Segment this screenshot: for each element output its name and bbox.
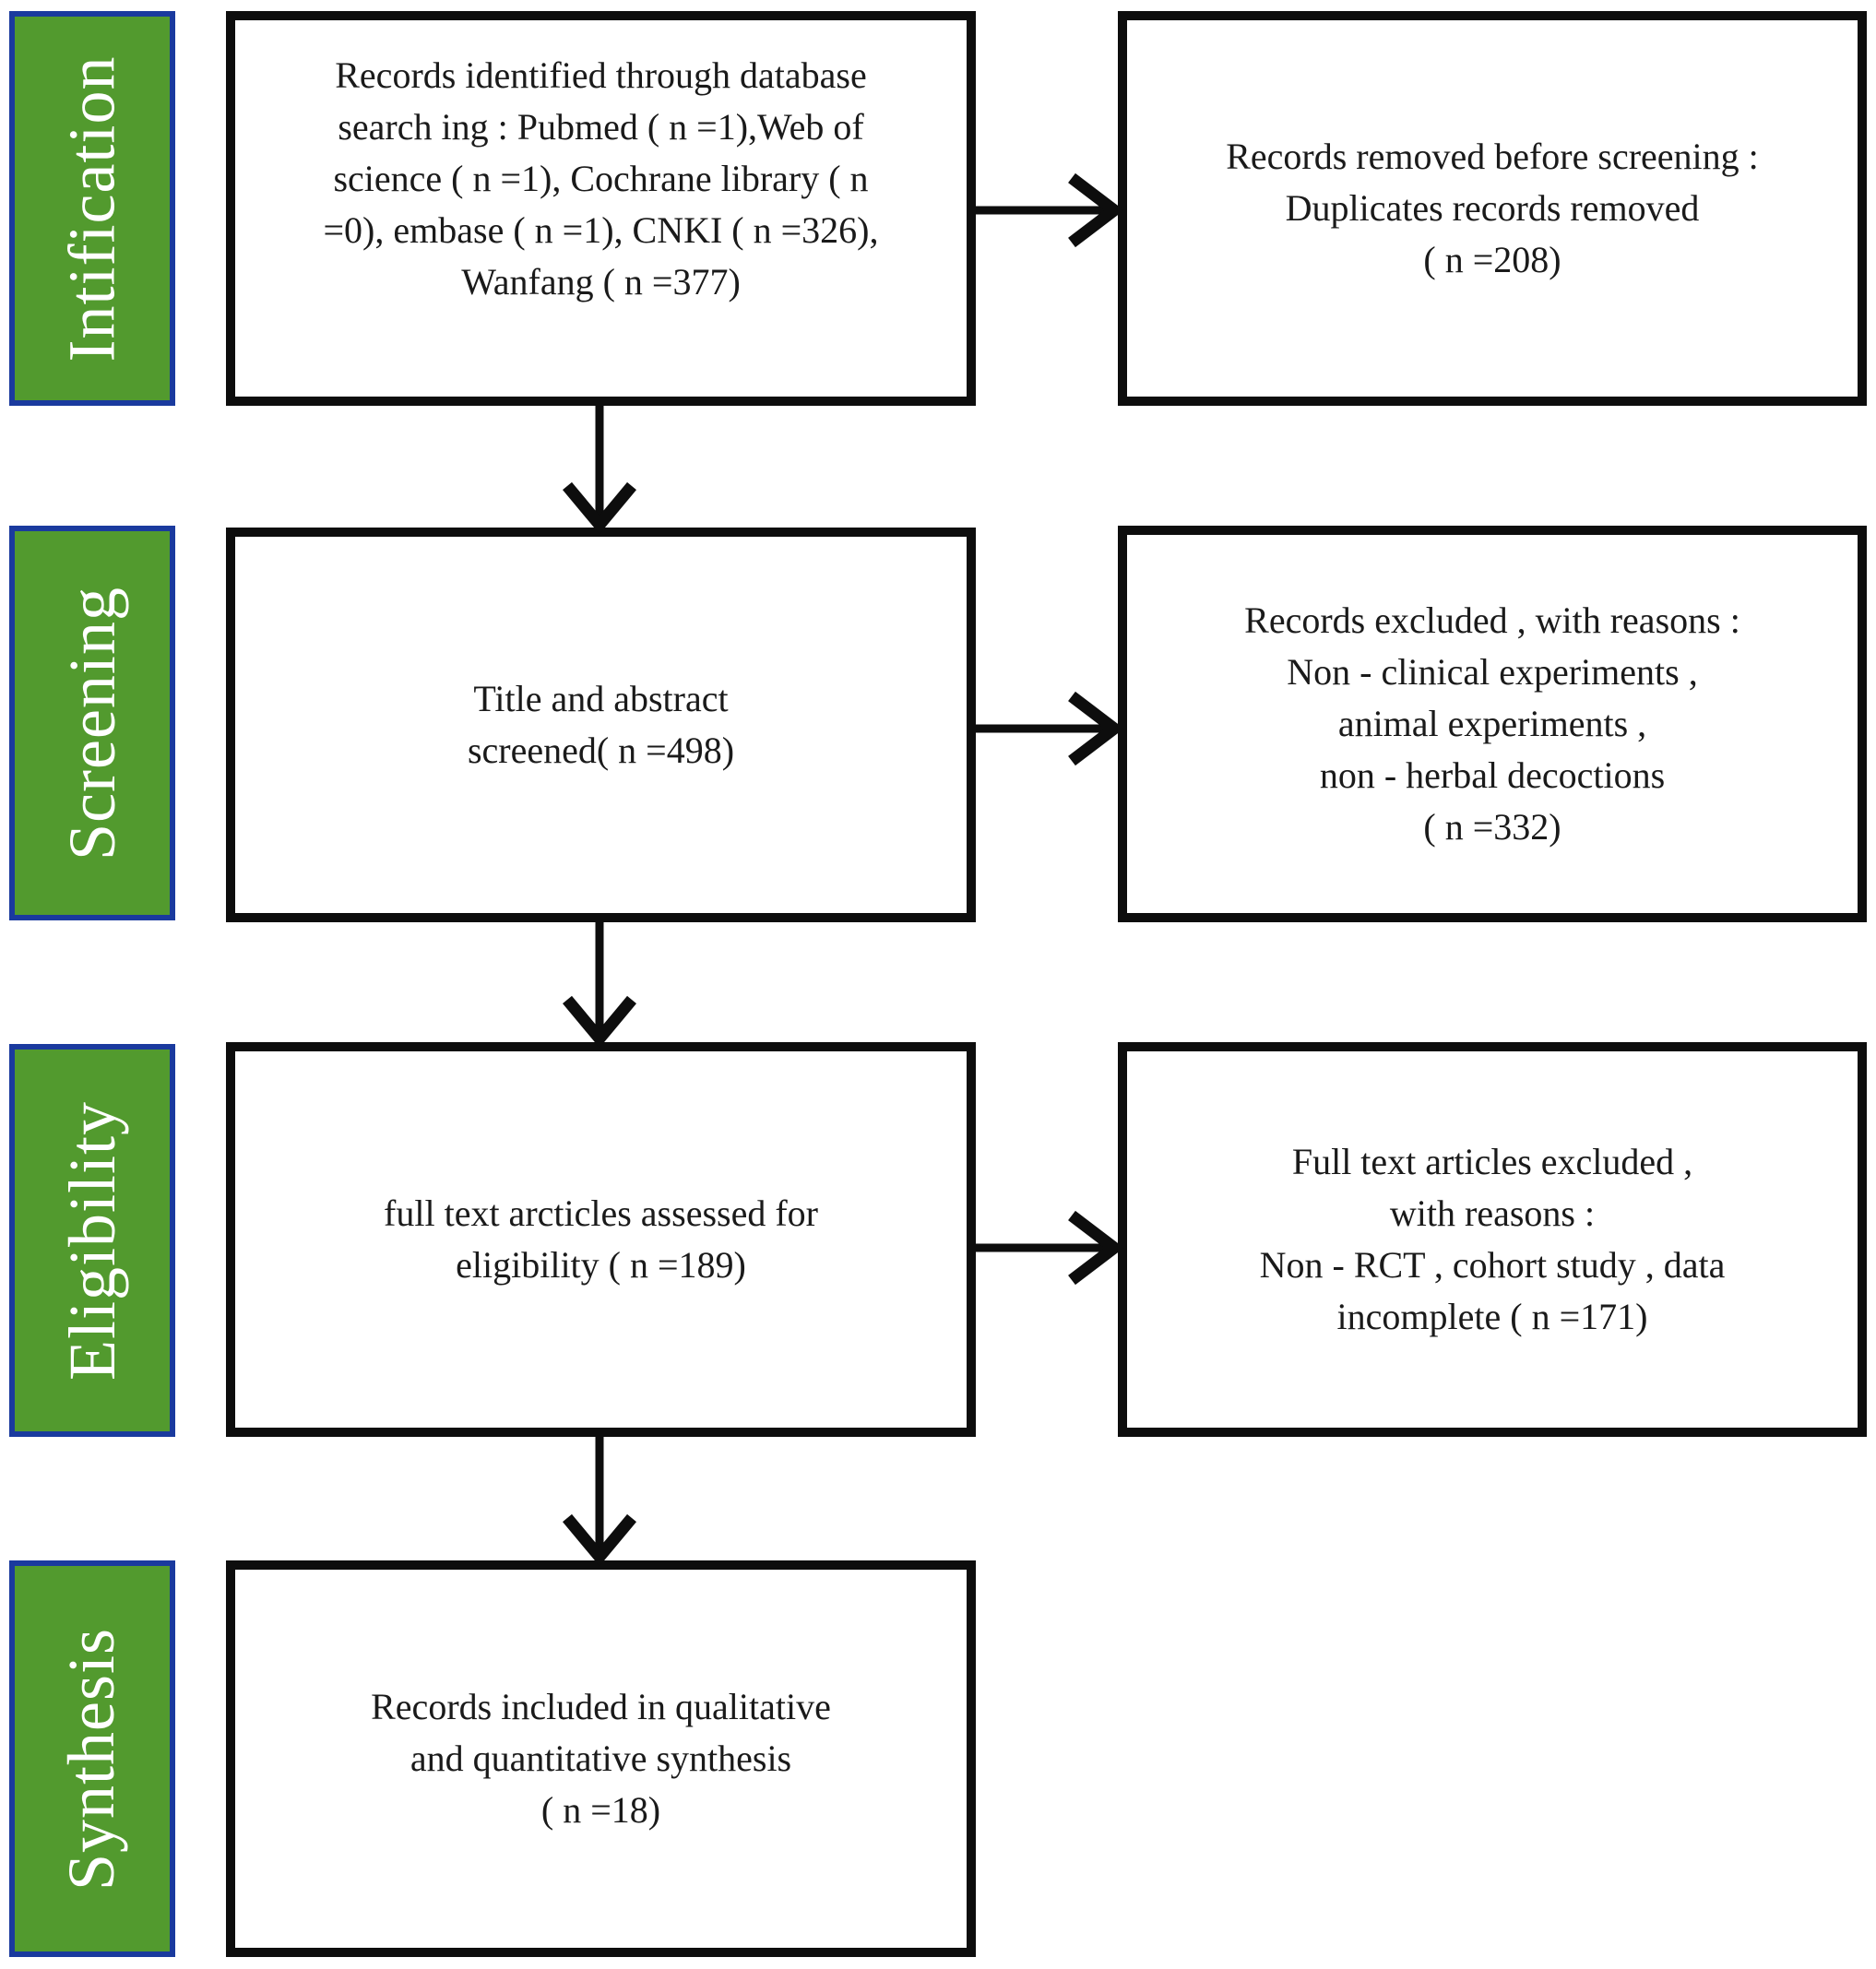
stage-label-synthesis: Synthesis — [9, 1560, 175, 1957]
arrow-identified-to-screened — [563, 406, 636, 535]
box-full-text-assessed: full text arcticles assessed for eligibi… — [226, 1042, 976, 1437]
box-title-abstract-screened-text: Title and abstract screened( n =498) — [467, 678, 735, 771]
stage-label-synthesis-text: Synthesis — [54, 1627, 129, 1891]
box-records-identified: Records identified through database sear… — [226, 11, 976, 406]
stage-label-eligibility: Eligibility — [9, 1044, 175, 1437]
arrow-identified-to-removed — [976, 172, 1124, 248]
box-records-included-text: Records included in qualitative and quan… — [371, 1686, 831, 1831]
arrow-screened-to-excluded — [976, 691, 1124, 766]
arrow-assessed-to-excluded — [976, 1210, 1124, 1286]
arrow-assessed-to-included — [563, 1437, 636, 1567]
box-full-text-assessed-text: full text arcticles assessed for eligibi… — [384, 1192, 818, 1286]
box-records-removed-text: Records removed before screening : Dupli… — [1226, 136, 1759, 280]
stage-label-eligibility-text: Eligibility — [54, 1100, 129, 1381]
box-records-identified-text: Records identified through database sear… — [323, 54, 879, 302]
box-records-included: Records included in qualitative and quan… — [226, 1560, 976, 1957]
box-records-excluded-text: Records excluded , with reasons : Non - … — [1244, 599, 1740, 848]
stage-label-identification-text: Intification — [54, 55, 129, 362]
box-title-abstract-screened: Title and abstract screened( n =498) — [226, 528, 976, 922]
box-full-text-excluded-text: Full text articles excluded , with reaso… — [1259, 1141, 1726, 1337]
arrow-screened-to-assessed — [563, 922, 636, 1049]
stage-label-screening: Screening — [9, 526, 175, 920]
box-records-removed: Records removed before screening : Dupli… — [1118, 11, 1867, 406]
stage-label-identification: Intification — [9, 11, 175, 406]
stage-label-screening-text: Screening — [54, 586, 129, 860]
box-full-text-excluded: Full text articles excluded , with reaso… — [1118, 1042, 1867, 1437]
box-records-excluded: Records excluded , with reasons : Non - … — [1118, 526, 1867, 922]
